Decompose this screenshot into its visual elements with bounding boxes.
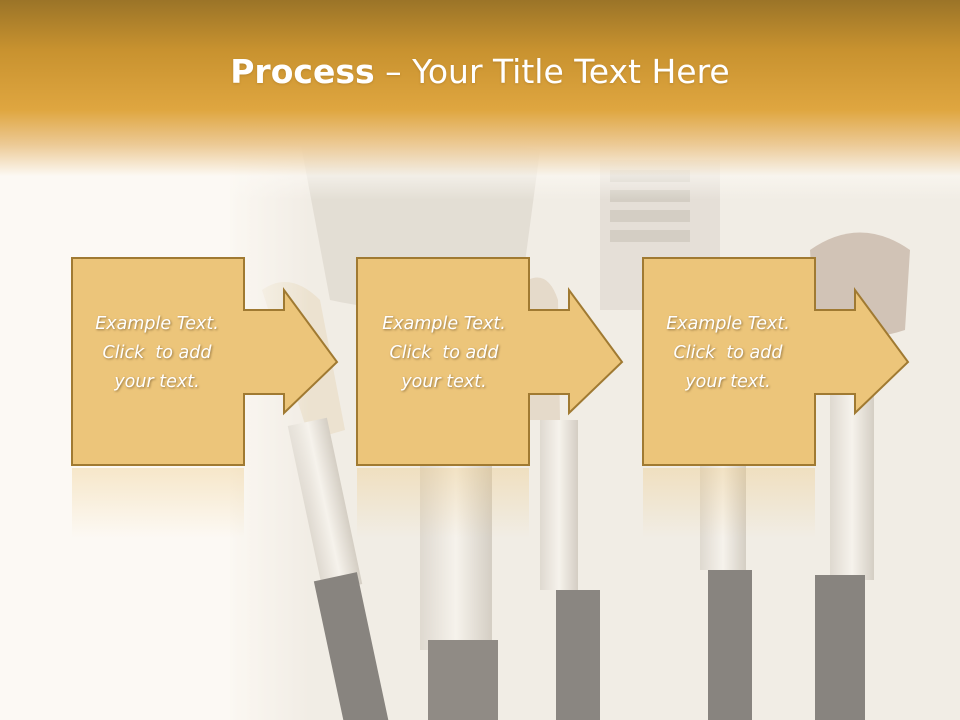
step-3-line-1: Example Text. [666,314,790,334]
step-2-text[interactable]: Example Text. Click to add your text. [359,310,529,397]
step-2-line-2: Click to add [389,343,499,363]
step-1-line-3: your text. [114,372,200,392]
process-step-1[interactable] [71,257,339,538]
step-3-text[interactable]: Example Text. Click to add your text. [643,310,813,397]
step-1-line-1: Example Text. [95,314,219,334]
header-bar [0,0,960,200]
slide-title: Process – Your Title Text Here [0,52,960,91]
step-2-line-1: Example Text. [382,314,506,334]
step-3-line-2: Click to add [673,343,783,363]
title-strong: Process [230,52,375,91]
step-1-text[interactable]: Example Text. Click to add your text. [72,310,242,397]
process-step-2[interactable] [356,257,624,538]
title-rest: – Your Title Text Here [374,52,730,91]
step-1-line-2: Click to add [102,343,212,363]
process-step-3[interactable] [642,257,910,538]
step-2-line-3: your text. [401,372,487,392]
step-3-line-3: your text. [685,372,771,392]
